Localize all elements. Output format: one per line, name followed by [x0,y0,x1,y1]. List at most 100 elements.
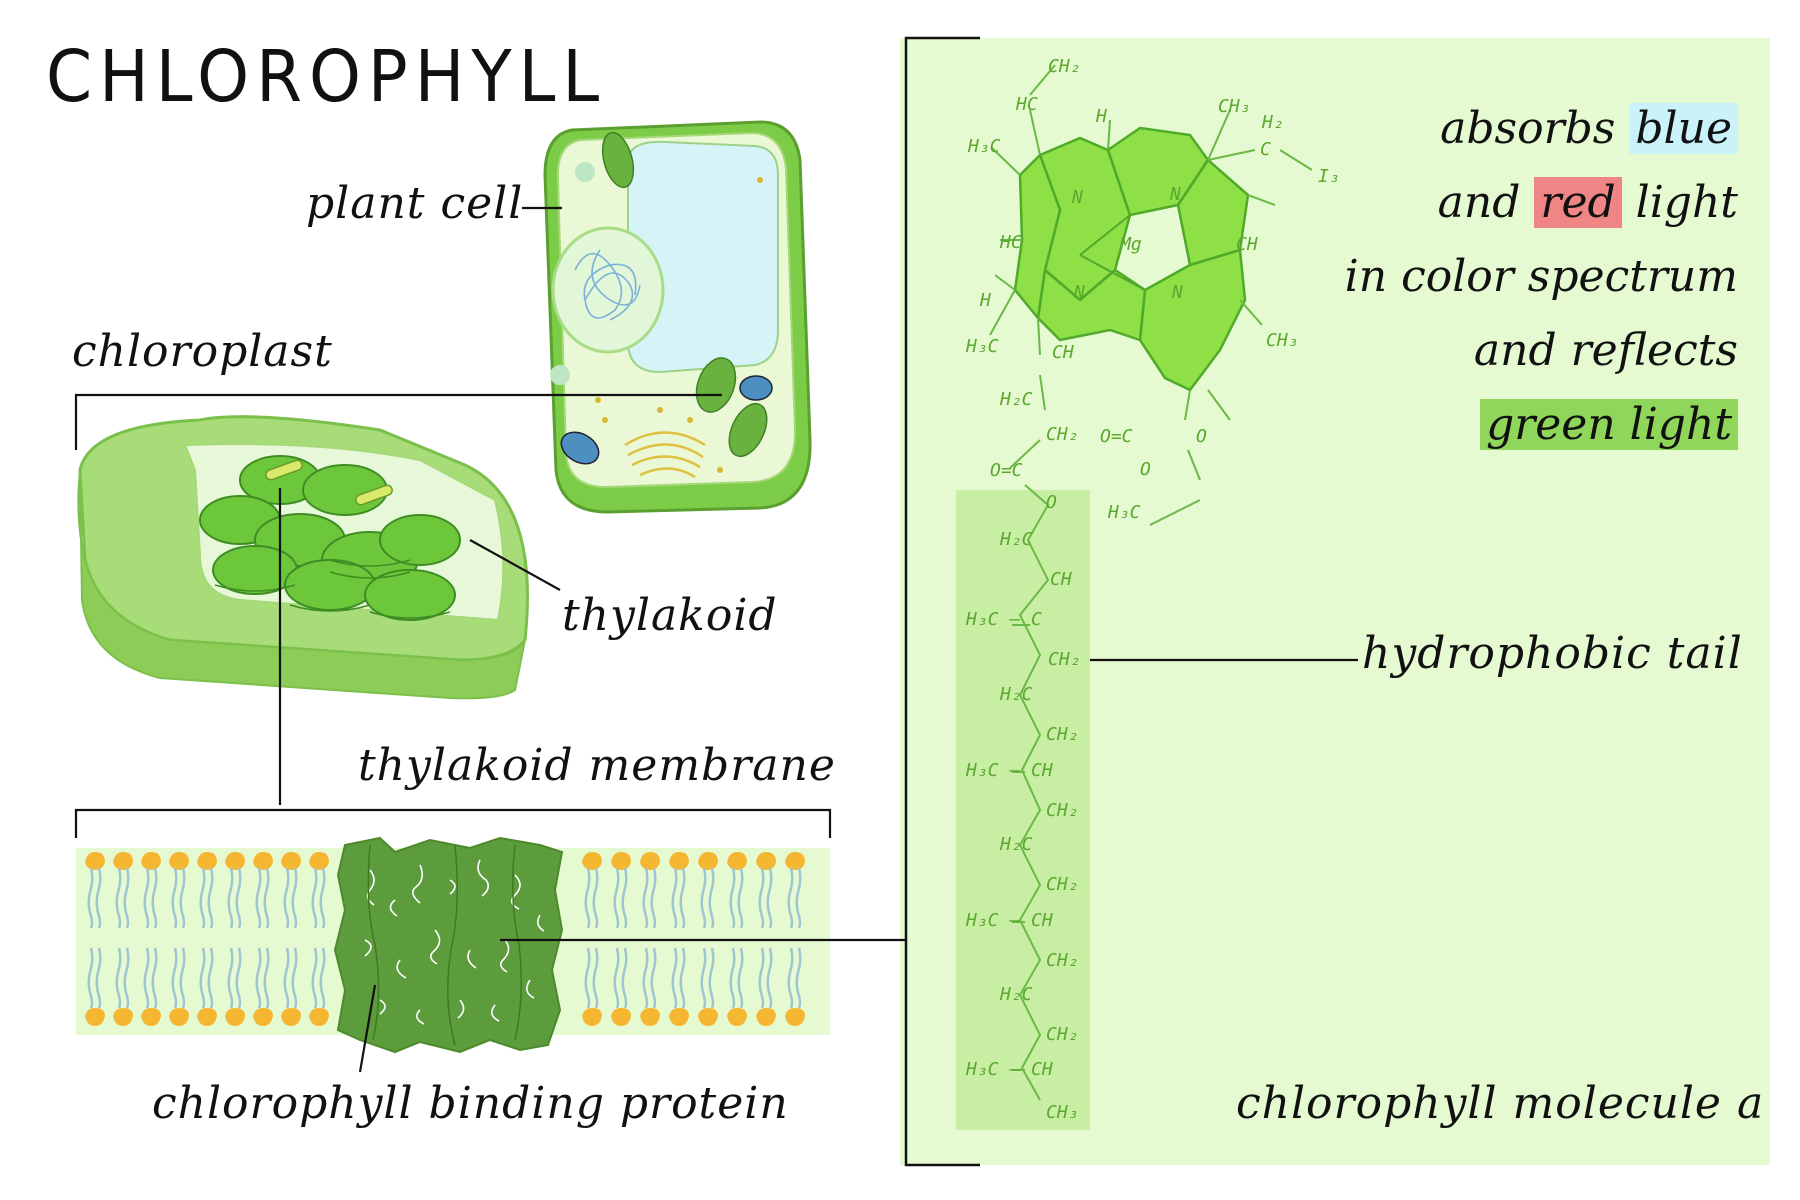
lipid-tail [737,867,744,929]
atom-hc-top: HC [1015,94,1038,115]
atom-h3c-3: H₃C [1107,502,1141,523]
lipid-tail [311,947,318,1009]
lipid-tail [795,947,802,1009]
lipid-tail [700,867,707,929]
label-plant-cell: plant cell [306,178,524,229]
lipid-head [197,852,217,870]
atom-h-2: H [979,290,991,311]
lipid-head [141,1008,161,1026]
lipid-tail [95,947,102,1009]
lipid-tail [592,867,599,929]
lipid-tail [758,947,765,1009]
lipid-tail [199,867,206,929]
tail-branches [1012,624,1030,1071]
tail-atom-16: CH₃ [1046,1102,1079,1123]
lipid-head [253,852,273,870]
lipid-tail [729,947,736,1009]
chloroplast-drawing [77,415,529,700]
lipid-head [611,852,631,870]
page-title: CHLOROPHYLL [46,34,607,119]
lipid-tail [787,947,794,1009]
lipid-tail [263,867,270,929]
atom-o-2: O [1140,459,1151,480]
atom-h3c-1: H₃C [967,136,1001,157]
label-hydrophobic-tail: hydrophobic tail [1362,628,1743,679]
lipid-tail [151,947,158,1009]
lipid-tail [207,867,214,929]
label-binding-protein: chlorophyll binding protein [152,1078,789,1129]
lipid-tail [319,867,326,929]
atom-c-top: C [1260,139,1271,160]
tail-atom-7: H₃C — CH [965,760,1053,781]
tail-atom-8: CH₂ [1046,800,1079,821]
lipid-tail [311,867,318,929]
lipid-tail [263,947,270,1009]
lipid-tail [650,947,657,1009]
desc-light: light [1635,177,1738,228]
atom-mg: Mg [1119,234,1142,255]
lipid-tail [700,947,707,1009]
lipid-tail [123,947,130,1009]
tail-atom-6: CH₂ [1046,724,1079,745]
desc-line-5: green light [1345,388,1738,462]
lipid-tail [319,947,326,1009]
lipid-head [640,1008,660,1026]
desc-line-1: absorbs blue [1345,92,1738,166]
lipid-tail [291,947,298,1009]
atom-h-top: H [1095,106,1107,127]
tail-atom-2: CH [1050,569,1072,590]
atom-ch-2: CH [1052,342,1074,363]
lipid-tail [171,867,178,929]
lipid-head [785,1008,805,1026]
lipid-tail [642,947,649,1009]
lipid-head [309,852,329,870]
lipid-head [727,852,747,870]
lipid-tail [123,867,130,929]
tail-highlight [956,490,1090,1130]
atom-ch-1: CH [1236,234,1258,255]
lipid-tail [199,947,206,1009]
lipid-head [281,1008,301,1026]
tail-atom-11: H₃C — CH [965,910,1053,931]
desc-and: and [1437,177,1521,228]
lipid-head [169,852,189,870]
lipid-head [611,1008,631,1026]
tail-atom-3: H₃C — C [965,609,1042,630]
tail-atom-5: H₂C [999,684,1033,705]
lipid-tail [255,867,262,929]
lipid-tail [679,867,686,929]
lipid-tail [584,867,591,929]
tail-atom-4: CH₂ [1048,649,1081,670]
atom-ch3-top: CH₃ [1218,96,1251,117]
tail-atom-9: H₂C [999,834,1033,855]
plant-cell-drawing [543,120,812,514]
binding-protein-drawing [333,836,564,1054]
lipid-head [640,852,660,870]
lipid-tail [650,867,657,929]
lipid-head [197,1008,217,1026]
lipid-head [756,1008,776,1026]
lipid-head [582,852,602,870]
atom-ch3-2: CH₃ [1266,330,1299,351]
lipid-head [785,852,805,870]
lipid-tail [179,867,186,929]
lipid-tail [613,867,620,929]
lipid-tail [787,867,794,929]
atom-ch2-top: CH₂ [1048,56,1081,77]
lipid-head [698,1008,718,1026]
lipid-head [85,852,105,870]
lipid-tail [708,947,715,1009]
atom-n-2: N [1169,184,1181,205]
absorption-description: absorbs blue and red light in color spec… [1345,92,1738,462]
lipid-tail [766,867,773,929]
lipid-tail [227,947,234,1009]
lipid-head [85,1008,105,1026]
lipid-tail [283,947,290,1009]
lipid-head [113,1008,133,1026]
lipid-tail [115,947,122,1009]
lipid-tail [283,867,290,929]
lipid-tail [87,947,94,1009]
tail-atom-1: H₂C [999,529,1033,550]
